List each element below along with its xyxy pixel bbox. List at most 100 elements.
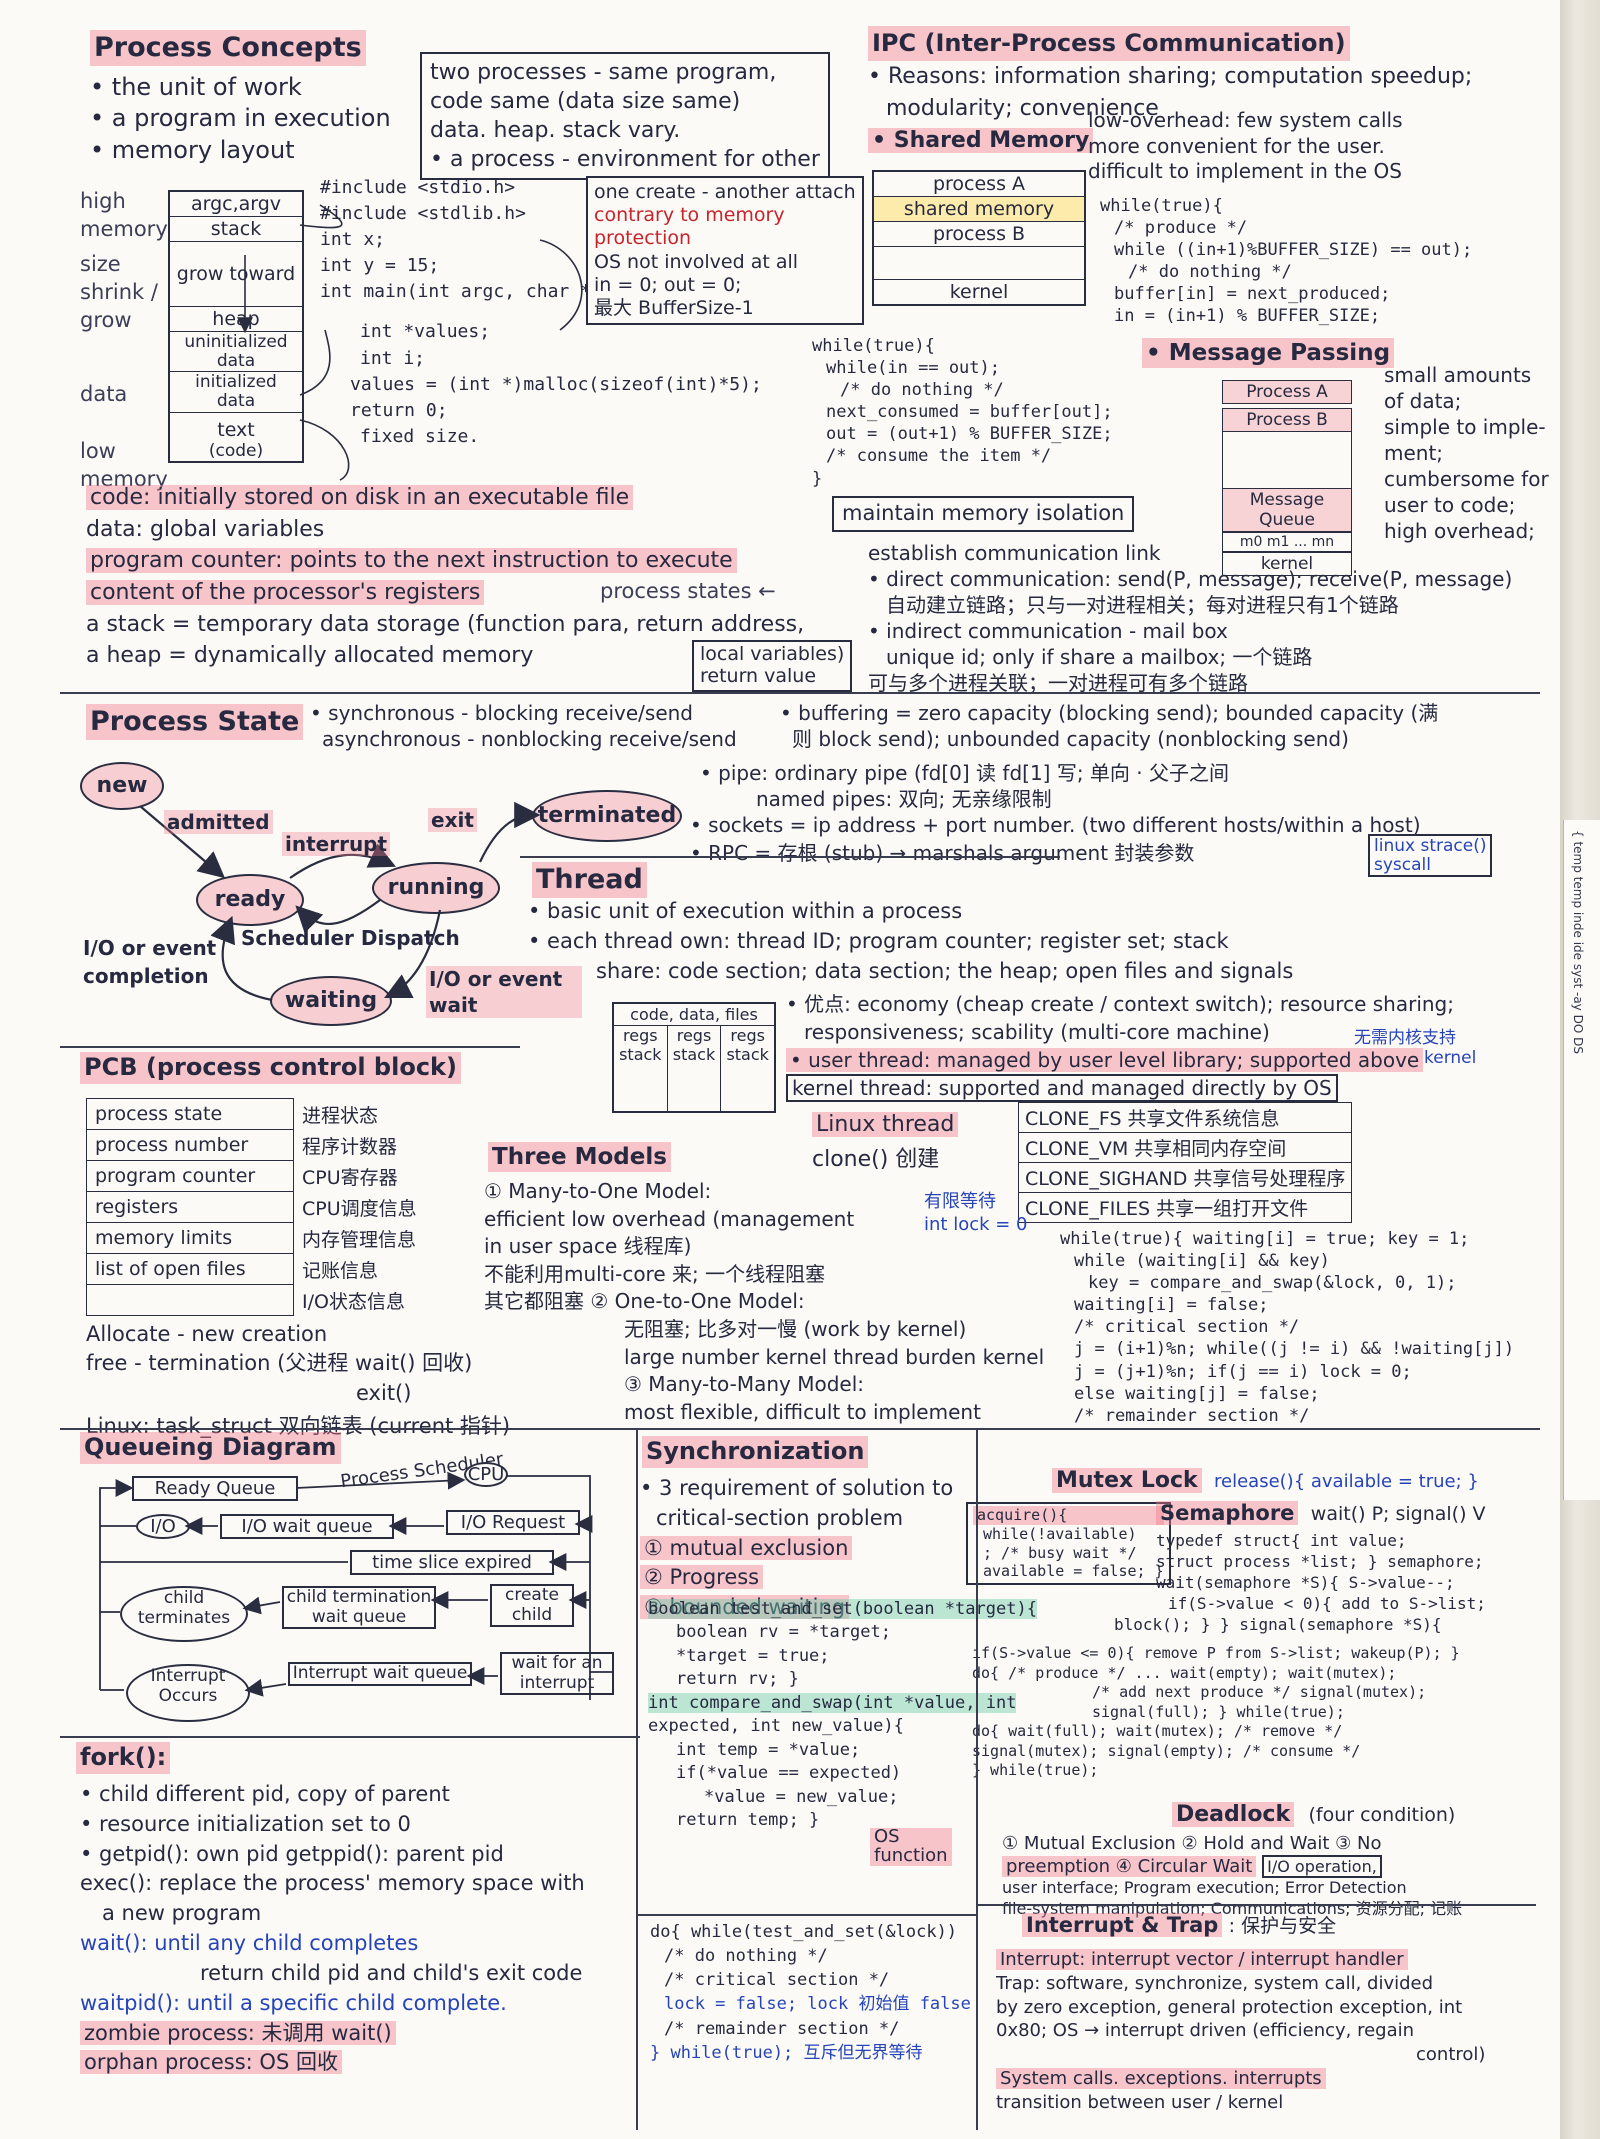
interrupt-title-row: Interrupt & Trap : 保护与安全 — [1022, 1912, 1336, 1940]
pcb-title: PCB (process control block) — [80, 1052, 461, 1084]
code-line: boolean rv = *target; — [676, 1622, 891, 1643]
thread-title-row: Thread — [532, 862, 647, 898]
sync-title: Synchronization — [642, 1436, 869, 1468]
pipe-lines: • pipe: ordinary pipe (fd[0] 读 fd[1] 写; … — [700, 760, 1229, 812]
three-models-title: Three Models — [488, 1142, 671, 1173]
code-line: signal(mutex); signal(empty); /* consume… — [972, 1741, 1361, 1760]
communication-lines: establish communication link • direct co… — [868, 540, 1512, 696]
state-terminated: terminated — [532, 790, 682, 842]
thread-table-header: code, data, files — [614, 1004, 774, 1026]
memory-side-labels: high memory size shrink / grow data low … — [80, 188, 168, 494]
code-line: if(*value == expected) — [676, 1763, 902, 1784]
semaphore-title-row: Semaphore wait() P; signal() V — [1156, 1500, 1486, 1528]
code-line: do{ /* produce */ ... wait(empty); wait(… — [972, 1663, 1397, 1682]
code-line: expected, int new_value){ — [648, 1716, 904, 1737]
io-operation-note: I/O operation, — [1262, 1855, 1382, 1879]
edge-text: DS — [1571, 1037, 1586, 1054]
code-line: while(!available) — [983, 1524, 1137, 1543]
requirement-mutual-exclusion: ① mutual exclusion — [640, 1535, 853, 1560]
code-line: #include <stdio.h> — [320, 177, 516, 198]
kernel-thread-line: kernel thread: supported and managed dir… — [786, 1074, 1338, 1102]
clone-flags-table: CLONE_FS 共享文件系统信息 CLONE_VM 共享相同内存空间 CLON… — [1018, 1102, 1353, 1223]
definition-registers: content of the processor's registers — [86, 577, 804, 609]
thread-stack: stack — [614, 1045, 668, 1111]
code-line: j = (i+1)%n; while((j != i) && !waiting[… — [1074, 1339, 1515, 1360]
clone-line: clone() 创建 — [812, 1147, 940, 1173]
system-calls-line: System calls. exceptions. interrupts — [996, 2067, 1326, 2089]
fork-line: zombie process: 未调用 wait() — [80, 2019, 585, 2049]
three-models-title-row: Three Models — [488, 1142, 671, 1173]
compare-and-swap-line: int compare_and_swap(int *value, int — [648, 1692, 1017, 1713]
definition-data: data: global variables — [86, 516, 325, 542]
code-line: ; /* busy wait */ — [983, 1543, 1137, 1562]
io-wait-queue-box: I/O wait queue — [220, 1514, 394, 1539]
note-line: contrary to memory — [594, 204, 785, 227]
thread-stack: stack — [668, 1045, 722, 1111]
ipc-reasons: modularity; convenience — [886, 95, 1159, 121]
diagram-shared-memory: shared memory — [874, 197, 1084, 222]
note-line: kernel — [1424, 1048, 1477, 1069]
definition-code: code: initially stored on disk in an exe… — [86, 482, 804, 514]
bounded-waiting-code: while(true){ waiting[i] = true; key = 1;… — [1060, 1228, 1514, 1427]
note-line: 可与多个进程关联；一对进程可有多个链路 — [868, 671, 1248, 695]
note-line: linux strace() — [1374, 836, 1487, 856]
interrupt-lines: Interrupt: interrupt vector / interrupt … — [996, 1948, 1485, 2114]
process-note-box: two processes - same program, code same … — [420, 52, 830, 181]
interrupt-line: control) — [1416, 2044, 1486, 2065]
code-line: in = (in+1) % BUFFER_SIZE; — [1114, 306, 1381, 327]
edge-text: ide — [1571, 941, 1586, 961]
code-line: } while(true); 互斥但无界等待 — [650, 2042, 923, 2063]
note-line: • indirect communication - mail box — [868, 619, 1228, 643]
fork-title-row: fork(): — [76, 1742, 171, 1774]
fork-divider — [60, 1736, 640, 1738]
diagram-kernel: kernel — [949, 281, 1009, 303]
fork-title: fork(): — [76, 1742, 171, 1774]
deadlock-title-row: Deadlock (four condition) — [1172, 1800, 1455, 1829]
thread-line: • user thread: managed by user level lib… — [786, 1046, 1454, 1074]
process-concepts-title: Process Concepts — [90, 30, 366, 66]
queueing-title: Queueing Diagram — [80, 1432, 341, 1464]
clone-flag: CLONE_FILES 共享一组打开文件 — [1018, 1193, 1353, 1223]
edge-text: DO — [1571, 1014, 1586, 1034]
note-line: protection — [594, 227, 692, 250]
definition-heap: a heap = dynamically allocated memory — [86, 643, 534, 669]
mp-message-queue: Message Queue — [1222, 488, 1352, 532]
memory-code-cell: (code) — [208, 440, 264, 461]
deadlock-lines: ① Mutual Exclusion ② Hold and Wait ③ No … — [1002, 1832, 1462, 1919]
diagram-process-a: process A — [874, 172, 1084, 197]
code-line: fixed size. — [360, 425, 480, 447]
code-line: int x; — [320, 229, 386, 251]
interrupt-vector-line: Interrupt: interrupt vector / interrupt … — [996, 1949, 1408, 1970]
memory-text-cell: text — [217, 418, 255, 441]
thread-title: Thread — [532, 862, 647, 898]
ipc-title: IPC (Inter-Process Communication) — [868, 26, 1350, 61]
code-line: waiting[i] = false; — [1074, 1295, 1269, 1316]
note-line: establish communication link — [868, 541, 1161, 565]
clone-flag: CLONE_VM 共享相同内存空间 — [1018, 1133, 1353, 1163]
ready-queue-box: Ready Queue — [132, 1476, 298, 1501]
note-line: 自动建立链路；只与一对进程相关；每对进程只有1个链路 — [886, 593, 1399, 617]
note-line: maintain memory isolation — [842, 501, 1125, 525]
io-node: I/O — [136, 1514, 190, 1539]
code-line: /* remainder section */ — [664, 2018, 900, 2039]
code-line: acquire(){ — [973, 1506, 1164, 1525]
code-line: /* do nothing */ — [664, 1946, 828, 1967]
shared-memory-red-box: one create - another attach contrary to … — [586, 176, 864, 326]
thread-line: • 优点: economy (cheap create / context sw… — [786, 992, 1454, 1016]
note-line: difficult to implement in the OS — [1088, 159, 1402, 184]
code-line: wait(semaphore *S){ S->value--; — [1156, 1573, 1455, 1593]
definition-line: program counter: points to the next inst… — [86, 548, 737, 574]
thread-line: • basic unit of execution within a proce… — [528, 899, 963, 923]
code-line: out = (out+1) % BUFFER_SIZE; — [826, 424, 1113, 445]
sync-line: • 3 requirement of solution to — [640, 1476, 954, 1500]
model-line: in user space 线程库) — [484, 1234, 692, 1259]
process-concepts-bullet: • a program in execution — [90, 104, 391, 133]
pcb-note: Allocate - new creation — [86, 1322, 328, 1346]
rpc-line: • RPC = 存根 (stub) → marshals argument 封装… — [690, 841, 1195, 865]
code-line: struct process *list; } semaphore; — [1156, 1552, 1484, 1572]
